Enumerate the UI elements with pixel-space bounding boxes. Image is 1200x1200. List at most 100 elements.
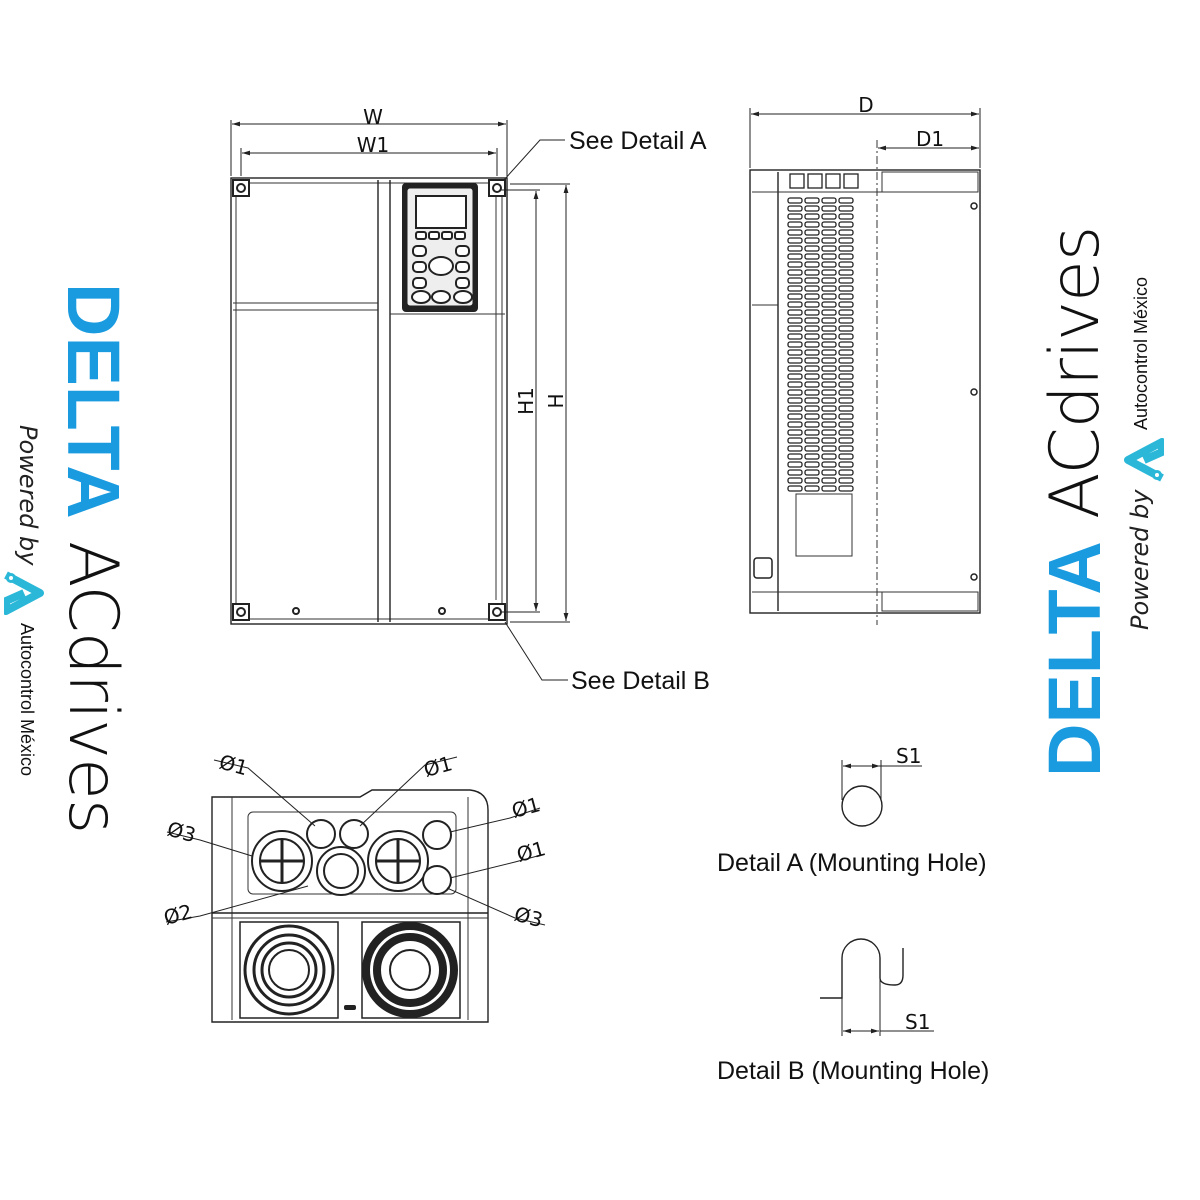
- vent-slot: [787, 245, 803, 252]
- vent-slot: [838, 341, 854, 348]
- logo-company: Autocontrol México: [1131, 276, 1151, 430]
- vent-slot: [838, 349, 854, 356]
- vent-slot: [821, 277, 837, 284]
- vent-slot: [804, 437, 820, 444]
- vent-slot: [787, 421, 803, 428]
- vent-slot: [804, 253, 820, 260]
- logo-powered-by: Powered by: [14, 425, 42, 566]
- vent-slot: [821, 341, 837, 348]
- vent-slot: [838, 213, 854, 220]
- vent-slot: [787, 413, 803, 420]
- vent-slot: [821, 477, 837, 484]
- vent-slot: [838, 477, 854, 484]
- vent-slot: [787, 269, 803, 276]
- vent-slot: [787, 261, 803, 268]
- vent-slot: [787, 229, 803, 236]
- dim-h-label: H: [544, 393, 568, 408]
- vent-slot: [838, 485, 854, 492]
- vent-slot: [838, 453, 854, 460]
- vent-slot: [787, 317, 803, 324]
- dim-w1-label: W1: [357, 133, 390, 157]
- vent-slot: [821, 301, 837, 308]
- vent-slot: [787, 325, 803, 332]
- vent-slot: [838, 429, 854, 436]
- vent-slot: [821, 421, 837, 428]
- vent-slot: [838, 317, 854, 324]
- vent-slot: [821, 357, 837, 364]
- vent-slot: [821, 461, 837, 468]
- vent-slot: [838, 373, 854, 380]
- vent-slot: [804, 245, 820, 252]
- vent-slot: [838, 301, 854, 308]
- vent-slot: [821, 333, 837, 340]
- vent-slot: [804, 285, 820, 292]
- front-dimensions: [230, 120, 570, 681]
- front-view: W W1 H1 H See Detail A See Detail B: [230, 105, 710, 695]
- vent-slot: [787, 293, 803, 300]
- vent-slot: [838, 389, 854, 396]
- vent-slot: [838, 381, 854, 388]
- vent-slot: [821, 317, 837, 324]
- vent-slot: [838, 365, 854, 372]
- vent-slot: [804, 213, 820, 220]
- vent-slot: [787, 357, 803, 364]
- vent-slot: [838, 405, 854, 412]
- vent-slot: [821, 389, 837, 396]
- vent-slots: [787, 173, 859, 492]
- vent-slot: [787, 445, 803, 452]
- vent-slot: [787, 389, 803, 396]
- dim-w-label: W: [363, 105, 383, 129]
- vent-slot: [838, 293, 854, 300]
- vent-slot: [804, 205, 820, 212]
- vent-slot: [838, 413, 854, 420]
- vent-slot: [804, 293, 820, 300]
- hole-label-phi1-top-left: Ø1: [217, 750, 251, 781]
- vent-slot: [787, 277, 803, 284]
- vent-slot: [838, 325, 854, 332]
- detail-b-s1-label: S1: [905, 1010, 930, 1034]
- side-view: D D1: [749, 93, 981, 625]
- vent-slot: [838, 397, 854, 404]
- vent-slot: [838, 461, 854, 468]
- detail-a-caption: Detail A (Mounting Hole): [717, 849, 987, 877]
- vent-slot: [821, 213, 837, 220]
- top-vent: [789, 173, 805, 189]
- vent-slot: [821, 381, 837, 388]
- vent-slot: [804, 373, 820, 380]
- vent-slot: [787, 333, 803, 340]
- side-dimensions: [749, 108, 981, 168]
- bottom-view: Ø1 Ø1 Ø1 Ø1 Ø3 Ø2 Ø3: [161, 750, 548, 1023]
- vent-slot: [821, 413, 837, 420]
- vent-slot: [838, 285, 854, 292]
- vent-slot: [804, 277, 820, 284]
- vent-slot: [804, 309, 820, 316]
- vent-slot: [804, 237, 820, 244]
- vent-slot: [821, 485, 837, 492]
- hole-label-phi2-center: Ø2: [161, 899, 195, 930]
- hole-label-phi1-top-middle: Ø1: [421, 751, 455, 782]
- see-detail-a-callout: See Detail A: [569, 127, 707, 155]
- vent-slot: [804, 397, 820, 404]
- top-vent: [843, 173, 859, 189]
- vent-slot: [838, 221, 854, 228]
- vent-slot: [838, 421, 854, 428]
- vent-slot: [838, 309, 854, 316]
- vent-slot: [804, 317, 820, 324]
- vent-slot: [787, 213, 803, 220]
- vent-slot: [804, 389, 820, 396]
- vent-slot: [838, 229, 854, 236]
- vent-slot: [821, 285, 837, 292]
- vent-slot: [804, 229, 820, 236]
- logo-powered-by: Powered by: [1126, 489, 1154, 630]
- vent-slot: [804, 453, 820, 460]
- vent-slot: [787, 429, 803, 436]
- vent-slot: [804, 461, 820, 468]
- vent-slot: [787, 477, 803, 484]
- vent-slot: [787, 373, 803, 380]
- vent-slot: [821, 197, 837, 204]
- vent-slot: [821, 349, 837, 356]
- vent-slot: [821, 229, 837, 236]
- vent-slot: [821, 429, 837, 436]
- vent-slot: [787, 309, 803, 316]
- vent-slot: [804, 485, 820, 492]
